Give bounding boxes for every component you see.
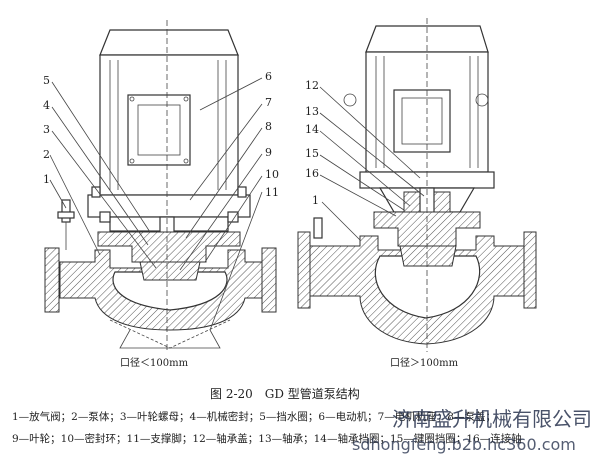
legend-line-1: 1—放气阀；2—泵体；3—叶轮螺母；4—机械密封；5—挡水圈；6—电动机；7—电… [12, 410, 496, 423]
callout-12: 12 [305, 79, 319, 92]
callout-11: 11 [265, 186, 279, 199]
caption-right: 口径＞100mm [390, 356, 459, 369]
callout-7: 7 [265, 96, 272, 109]
right-pump-drawing [297, 18, 537, 352]
watermark-url: sdhongfeng.b2b.hc360.com [352, 435, 576, 454]
leader-lines [49, 77, 425, 331]
callouts-right-pump: 12 13 14 15 16 1 [305, 79, 319, 207]
legend-line-2: 9—叶轮；10—密封环；11—支撑脚；12—轴承盖；13—轴承；14—轴承挡圈；… [12, 432, 522, 445]
callout-16: 16 [305, 167, 319, 180]
watermark-company: 济南盛升机械有限公司 [392, 407, 592, 431]
callout-10: 10 [265, 168, 279, 181]
callout-3: 3 [43, 123, 50, 136]
callout-15: 15 [305, 147, 319, 160]
callout-14: 14 [305, 123, 319, 136]
callout-6: 6 [265, 70, 272, 83]
caption-left: 口径＜100mm [120, 356, 189, 369]
callout-1-right: 1 [312, 194, 319, 207]
callout-8: 8 [265, 120, 272, 133]
callout-2: 2 [43, 148, 50, 161]
callout-9: 9 [265, 146, 272, 159]
figure-title: 图 2-20 GD 型管道泵结构 [210, 386, 360, 401]
callout-1: 1 [43, 173, 50, 186]
callout-4: 4 [43, 99, 50, 112]
left-pump-drawing [44, 20, 277, 350]
callouts-left-pump: 5 4 3 2 1 6 7 8 9 10 11 [43, 70, 279, 199]
callout-5: 5 [43, 74, 50, 87]
callout-13: 13 [305, 105, 319, 118]
